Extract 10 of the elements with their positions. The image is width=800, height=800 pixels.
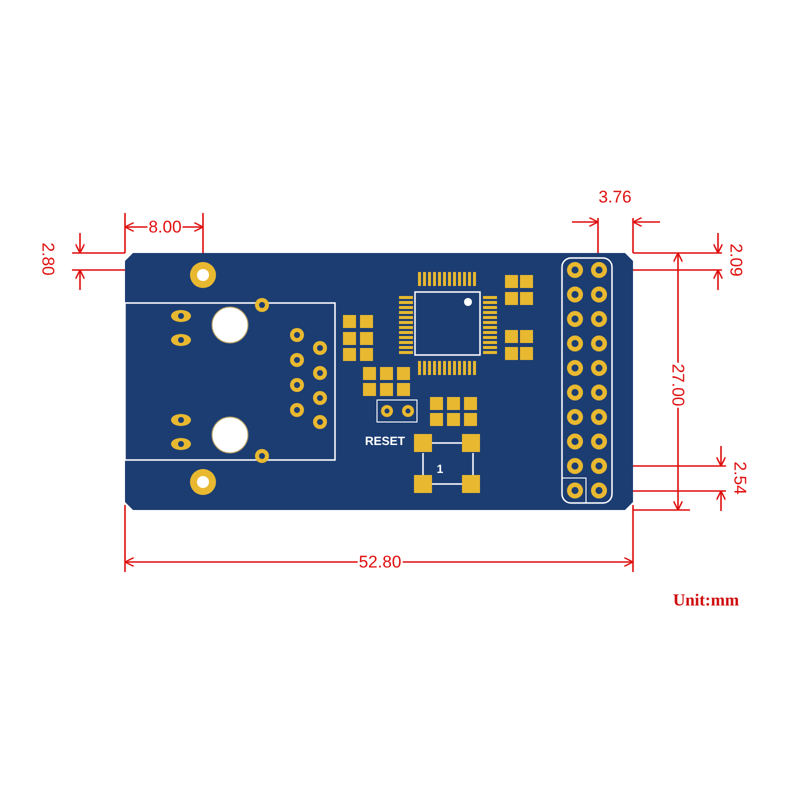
dimension-label: 2.09	[728, 242, 744, 278]
dimension-label: 27.00	[670, 362, 686, 408]
dimension-label: 2.80	[40, 241, 56, 277]
silkscreen-label: 1	[436, 463, 444, 475]
dimension-label: 3.76	[597, 188, 633, 206]
dimension-label: 2.54	[732, 460, 748, 496]
dimension-label: 52.80	[358, 554, 402, 570]
unit-note: Unit:mm	[672, 592, 740, 608]
dimension-label: 8.00	[147, 218, 183, 236]
silkscreen-label: RESET	[365, 435, 405, 447]
